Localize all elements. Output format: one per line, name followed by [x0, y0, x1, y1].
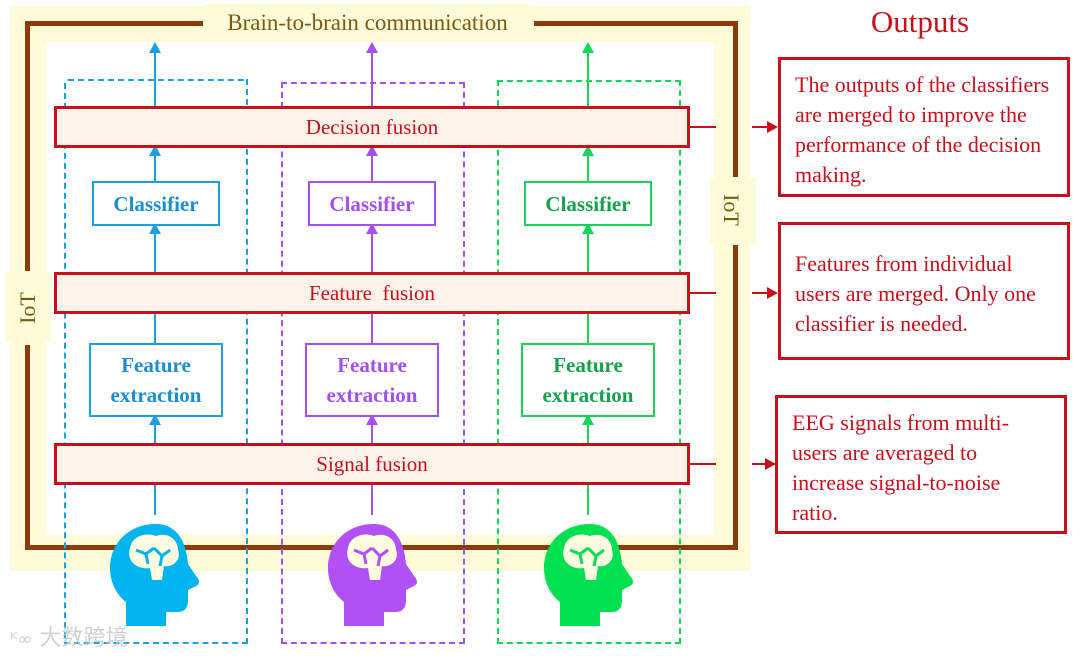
user-1-arrowhead-icon: [149, 223, 161, 234]
user-3-column-frame: [497, 80, 681, 644]
user-3-brain-head-icon: [544, 524, 633, 626]
iot-label-right: IoT: [719, 194, 744, 226]
iot-line-top-right: [534, 21, 738, 26]
signal-fusion-output: EEG signals from multi-users are average…: [775, 395, 1067, 534]
user-1-classifier: Classifier: [92, 181, 220, 226]
user-3-arrowhead-icon: [582, 414, 594, 425]
iot-label-right-bg: [710, 178, 756, 244]
user-1-feature-extraction: Feature extraction: [89, 343, 223, 417]
feature-output-arrowhead: [767, 287, 778, 299]
user-3-connector-line: [587, 417, 589, 443]
user-2-brain-head-icon: [328, 524, 417, 626]
user-2-column-frame: [281, 82, 465, 644]
watermark: ᴷ∞ 大数跨境: [10, 620, 127, 652]
user-3-classifier: Classifier: [524, 181, 652, 226]
iot-line-left-lower: [25, 345, 30, 550]
user-2-connector-line: [371, 417, 373, 443]
user-1-connector-line: [154, 485, 156, 515]
signal-output-arrow-line: [752, 463, 766, 465]
watermark-text: 大数跨境: [39, 626, 128, 651]
user-1-column-frame: [64, 79, 248, 644]
iot-line-right-upper: [733, 21, 738, 177]
decision-output-arrow-line: [752, 126, 768, 128]
user-2-connector-line: [371, 314, 373, 343]
user-3-connector-line: [587, 45, 589, 106]
user-2-arrowhead-icon: [366, 223, 378, 234]
user-2-feature-extraction: Feature extraction: [305, 343, 439, 417]
brain-to-brain-label: Brain-to-brain communication: [205, 4, 530, 42]
user-3-feature-extraction: Feature extraction: [521, 343, 655, 417]
user-1-arrowhead-icon: [149, 42, 161, 53]
user-2-arrowhead-icon: [366, 414, 378, 425]
user-3-arrowhead-icon: [582, 145, 594, 156]
watermark-logo-icon: ᴷ∞: [10, 629, 33, 650]
feature-fusion-output: Features from individual users are merge…: [778, 222, 1070, 360]
user-1-connector-line: [154, 148, 156, 181]
user-2-classifier: Classifier: [308, 181, 436, 226]
user-2-arrowhead-icon: [366, 42, 378, 53]
user-1-connector-line: [154, 417, 156, 443]
user-1-connector-line: [154, 226, 156, 272]
user-1-arrowhead-icon: [149, 145, 161, 156]
user-1-connector-line: [154, 45, 156, 106]
user-3-connector-line: [587, 314, 589, 343]
iot-line-left-upper: [25, 21, 30, 271]
signal-fusion-bar: Signal fusion: [54, 443, 690, 485]
user-2-connector-line: [371, 45, 373, 106]
decision-fusion-output: The outputs of the classifiers are merge…: [778, 57, 1070, 197]
user-2-connector-line: [371, 226, 373, 272]
user-2-connector-line: [371, 485, 373, 515]
user-3-connector-line: [587, 226, 589, 272]
feature-output-connector: [690, 292, 716, 294]
decision-output-connector: [690, 126, 716, 128]
user-1-connector-line: [154, 314, 156, 343]
iot-band-right: [714, 6, 750, 571]
feature-fusion-bar: Feature fusion: [54, 272, 690, 314]
user-1-brain-head-icon: [110, 524, 199, 626]
iot-label-left: IoT: [15, 292, 40, 324]
user-2-connector-line: [371, 148, 373, 181]
user-1-arrowhead-icon: [149, 414, 161, 425]
iot-label-left-bg: [5, 272, 51, 342]
feature-output-arrow-line: [752, 292, 768, 294]
signal-output-connector: [690, 463, 716, 465]
outputs-title: Outputs: [870, 4, 970, 39]
user-3-arrowhead-icon: [582, 42, 594, 53]
user-2-arrowhead-icon: [366, 145, 378, 156]
decision-fusion-bar: Decision fusion: [54, 106, 690, 148]
signal-output-arrowhead: [765, 458, 776, 470]
iot-line-top-left: [25, 21, 203, 26]
user-3-connector-line: [587, 485, 589, 515]
decision-output-arrowhead: [767, 121, 778, 133]
user-3-connector-line: [587, 148, 589, 181]
iot-line-right-lower: [733, 245, 738, 550]
user-3-arrowhead-icon: [582, 223, 594, 234]
